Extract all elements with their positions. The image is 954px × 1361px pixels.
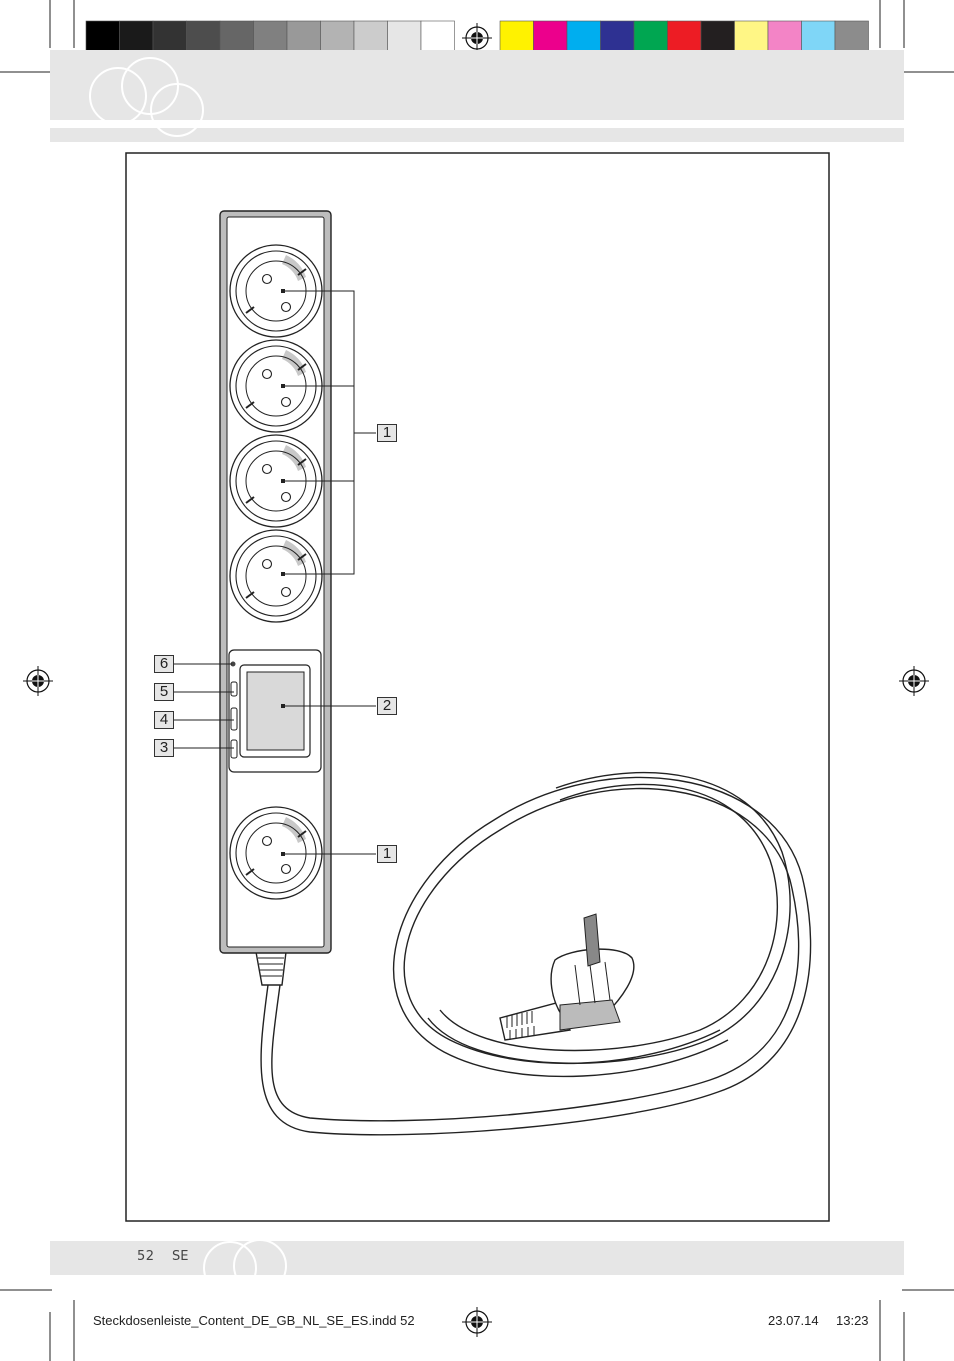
gray-swatch: [219, 20, 254, 55]
color-swatch: [734, 20, 769, 55]
color-swatch: [633, 20, 668, 55]
gray-swatch: [286, 20, 321, 55]
gray-swatch: [320, 20, 355, 55]
color-swatch: [566, 20, 601, 55]
slug-time: 13:23: [836, 1313, 869, 1328]
color-swatch: [834, 20, 869, 55]
gray-swatch: [85, 20, 120, 55]
button-3: [230, 739, 238, 759]
color-swatch: [533, 20, 568, 55]
color-swatch: [499, 20, 534, 55]
lcd-display: [246, 671, 305, 751]
callout-outlet-lower: 1: [377, 845, 397, 863]
color-swatch: [667, 20, 702, 55]
gray-swatch: [152, 20, 187, 55]
socket-outlet: [229, 806, 323, 900]
slug-filename: Steckdosenleiste_Content_DE_GB_NL_SE_ES.…: [93, 1313, 415, 1328]
header-stripe: [50, 128, 904, 142]
power-strip-illustration: [174, 210, 812, 1136]
cable-coil: [260, 771, 812, 1136]
footer-circles-ornament: [203, 1239, 287, 1295]
gray-swatch: [186, 20, 221, 55]
button-4: [230, 707, 238, 731]
header-band: [50, 50, 904, 120]
socket-outlet: [229, 339, 323, 433]
button-5: [230, 681, 238, 697]
plug: [499, 913, 635, 1041]
header-circles-ornament: [89, 57, 204, 137]
callout-button-4: 4: [154, 711, 174, 729]
color-swatch: [801, 20, 836, 55]
leader-dots: [281, 289, 285, 856]
gray-swatch: [420, 20, 455, 55]
callout-button-3: 3: [154, 739, 174, 757]
callout-button-5: 5: [154, 683, 174, 701]
gray-swatch: [119, 20, 154, 55]
socket-outlet: [229, 434, 323, 528]
registration-mark: [899, 666, 929, 696]
gray-swatch: [353, 20, 388, 55]
control-panel: [228, 649, 322, 773]
color-swatch: [767, 20, 802, 55]
gray-swatch: [253, 20, 288, 55]
figure-frame: [125, 152, 830, 1222]
callout-outlets-upper: 1: [377, 424, 397, 442]
color-swatch: [700, 20, 735, 55]
gray-swatch: [387, 20, 422, 55]
indicator-led: [230, 661, 236, 667]
cmyk-color-bar: [499, 20, 869, 55]
grayscale-color-bar: [85, 20, 455, 55]
footer-band: [50, 1241, 904, 1275]
language-code: SE: [172, 1249, 189, 1264]
color-swatch: [600, 20, 635, 55]
socket-outlet: [229, 529, 323, 623]
registration-mark: [462, 1307, 492, 1337]
callout-indicator-6: 6: [154, 655, 174, 673]
outlets: [229, 244, 323, 900]
page-number: 52: [137, 1249, 155, 1264]
callout-display: 2: [377, 697, 397, 715]
slug-date: 23.07.14: [768, 1313, 819, 1328]
registration-marks: [23, 23, 929, 1337]
registration-mark: [23, 666, 53, 696]
strain-relief: [255, 951, 287, 986]
socket-outlet: [229, 244, 323, 338]
leader-lines: [174, 290, 376, 855]
registration-mark: [462, 23, 492, 53]
